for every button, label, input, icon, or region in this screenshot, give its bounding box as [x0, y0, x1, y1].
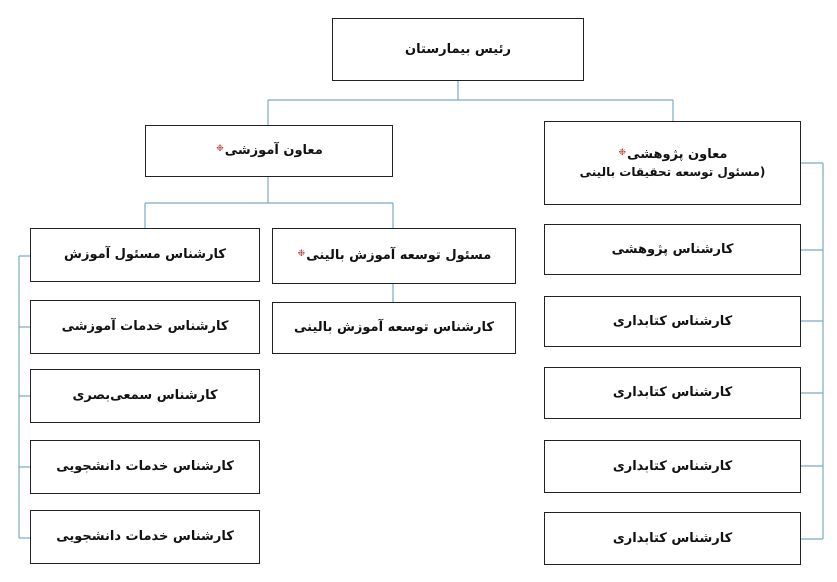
research-staff-label: کارشناس کتابداری	[612, 313, 733, 329]
clinical-education-expert-label: کارشناس توسعه آموزش بالینی	[294, 320, 494, 336]
education-staff-box: کارشناس خدمات آموزشی	[30, 300, 260, 354]
education-staff-box: کارشناس مسئول آموزش	[30, 228, 260, 282]
education-staff-box: کارشناس سمعی‌بصری	[30, 369, 260, 423]
clinical-education-expert-box: کارشناس توسعه آموزش بالینی	[272, 302, 516, 354]
education-deputy-box: معاون آموزشی❉	[145, 125, 393, 177]
research-staff-label: کارشناس پژوهشی	[611, 241, 734, 257]
education-staff-label: کارشناس سمعی‌بصری	[72, 388, 218, 404]
research-staff-box: کارشناس کتابداری	[544, 367, 801, 419]
education-staff-label: کارشناس مسئول آموزش	[64, 247, 226, 263]
education-staff-label: کارشناس خدمات آموزشی	[61, 319, 229, 335]
research-staff-label: کارشناس کتابداری	[612, 530, 733, 546]
research-deputy-sublabel: (مسئول توسعه تحقیقات بالینی	[579, 164, 766, 179]
research-staff-box: کارشناس کتابداری	[544, 440, 801, 493]
research-staff-label: کارشناس کتابداری	[612, 458, 733, 474]
education-staff-label: کارشناس خدمات دانشجویی	[56, 459, 234, 475]
research-staff-box: کارشناس پژوهشی	[544, 224, 801, 275]
research-staff-box: کارشناس کتابداری	[544, 296, 801, 347]
research-deputy-label: معاون پژوهشی	[627, 147, 728, 163]
star-marker-icon: ❉	[297, 249, 306, 260]
star-marker-icon: ❉	[618, 148, 627, 159]
research-staff-box: کارشناس کتابداری	[544, 512, 801, 565]
research-deputy-box: معاون پژوهشی❉ (مسئول توسعه تحقیقات بالین…	[544, 121, 801, 205]
root-label: رئیس بیمارستان	[405, 41, 511, 57]
education-staff-box: کارشناس خدمات دانشجویی	[30, 510, 260, 564]
clinical-education-officer-label: مسئول توسعه آموزش بالینی	[306, 248, 492, 264]
education-staff-label: کارشناس خدمات دانشجویی	[56, 529, 234, 545]
star-marker-icon: ❉	[216, 144, 224, 155]
research-staff-label: کارشناس کتابداری	[612, 385, 733, 401]
root-box: رئیس بیمارستان	[332, 18, 584, 81]
clinical-education-officer-box: مسئول توسعه آموزش بالینی❉	[272, 228, 516, 284]
education-deputy-label: معاون آموزشی	[224, 143, 323, 159]
education-staff-box: کارشناس خدمات دانشجویی	[30, 440, 260, 494]
